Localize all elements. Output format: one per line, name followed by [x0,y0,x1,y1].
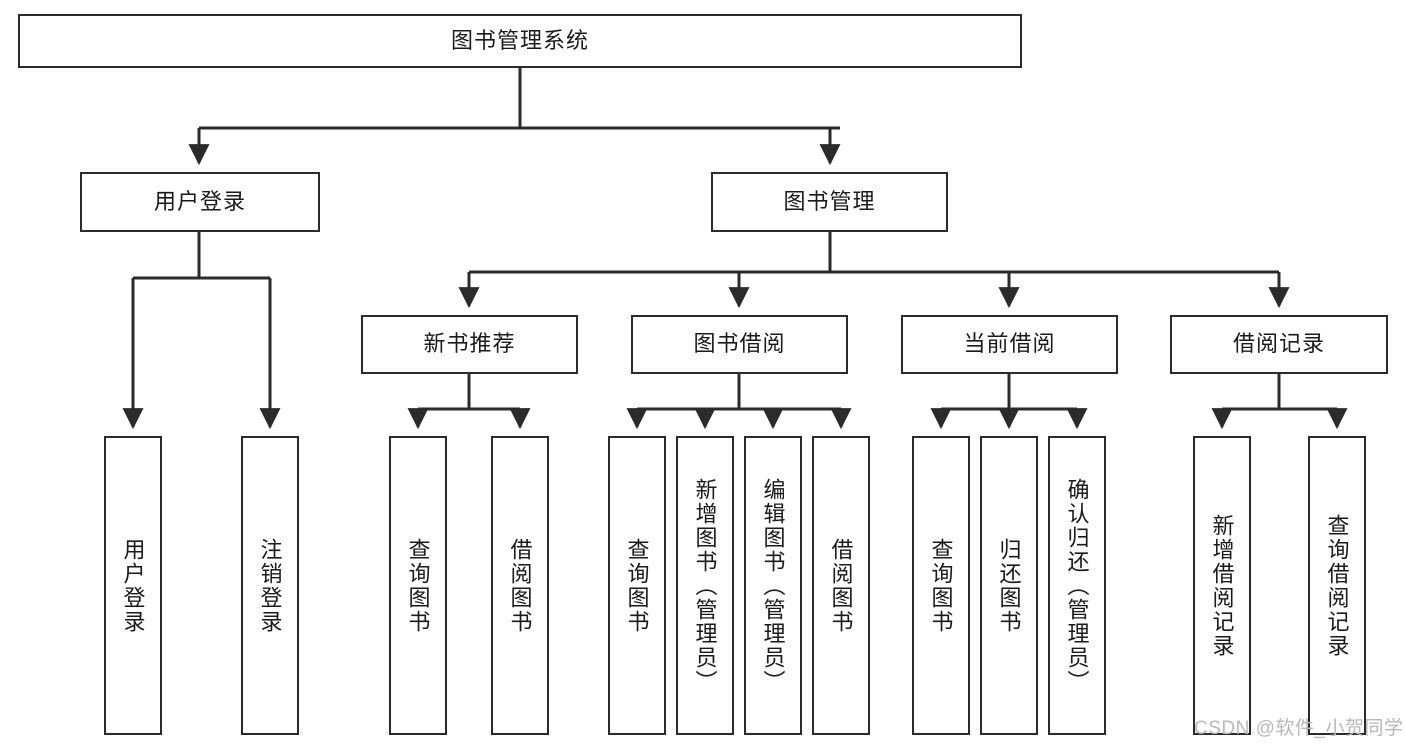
leaf-user-login-logout[interactable]: 注销登录 [241,436,299,735]
leaf-record-add[interactable]: 新增借阅记录 [1193,436,1251,735]
node-current-borrow[interactable]: 当前借阅 [901,315,1118,374]
leaf-label: 新增借阅记录 [1209,513,1235,658]
leaf-label: 用户登录 [120,537,146,634]
leaf-label: 确认归还（管理员） [1064,477,1090,694]
leaf-current-return[interactable]: 归还图书 [980,436,1038,735]
node-new-book-recommend-label: 新书推荐 [423,331,516,357]
leaf-current-query[interactable]: 查询图书 [912,436,970,735]
node-current-borrow-label: 当前借阅 [963,331,1056,357]
leaf-label: 借阅图书 [507,537,533,634]
node-user-login[interactable]: 用户登录 [80,172,320,232]
leaf-label: 查询图书 [405,537,431,634]
leaf-label: 归还图书 [996,537,1022,634]
leaf-label: 查询借阅记录 [1324,513,1350,658]
leaf-current-confirm-return-admin[interactable]: 确认归还（管理员） [1048,436,1106,735]
leaf-borrow-add-admin[interactable]: 新增图书（管理员） [676,436,734,735]
node-book-borrow-label: 图书借阅 [693,331,786,357]
node-borrow-record-label: 借阅记录 [1232,331,1325,357]
leaf-label: 查询图书 [928,537,954,634]
node-book-manage[interactable]: 图书管理 [711,172,948,232]
node-user-login-label: 用户登录 [153,188,246,214]
node-root[interactable]: 图书管理系统 [18,14,1022,68]
leaf-borrow-borrow[interactable]: 借阅图书 [812,436,870,735]
node-borrow-record[interactable]: 借阅记录 [1170,315,1388,374]
node-book-borrow[interactable]: 图书借阅 [631,315,848,374]
leaf-user-login-login[interactable]: 用户登录 [104,436,162,735]
leaf-record-query[interactable]: 查询借阅记录 [1308,436,1366,735]
leaf-borrow-query[interactable]: 查询图书 [608,436,666,735]
leaf-label: 查询图书 [624,537,650,634]
node-new-book-recommend[interactable]: 新书推荐 [361,315,578,374]
leaf-label: 新增图书（管理员） [692,477,718,694]
leaf-label: 注销登录 [257,537,283,634]
leaf-label: 借阅图书 [828,537,854,634]
leaf-new-book-query[interactable]: 查询图书 [389,436,447,735]
csdn-watermark: CSDN @软件_小贺同学 [1194,718,1404,739]
node-book-manage-label: 图书管理 [783,188,876,214]
leaf-new-book-borrow[interactable]: 借阅图书 [491,436,549,735]
leaf-borrow-edit-admin[interactable]: 编辑图书（管理员） [744,436,802,735]
node-root-label: 图书管理系统 [450,27,589,53]
leaf-label: 编辑图书（管理员） [760,477,786,694]
